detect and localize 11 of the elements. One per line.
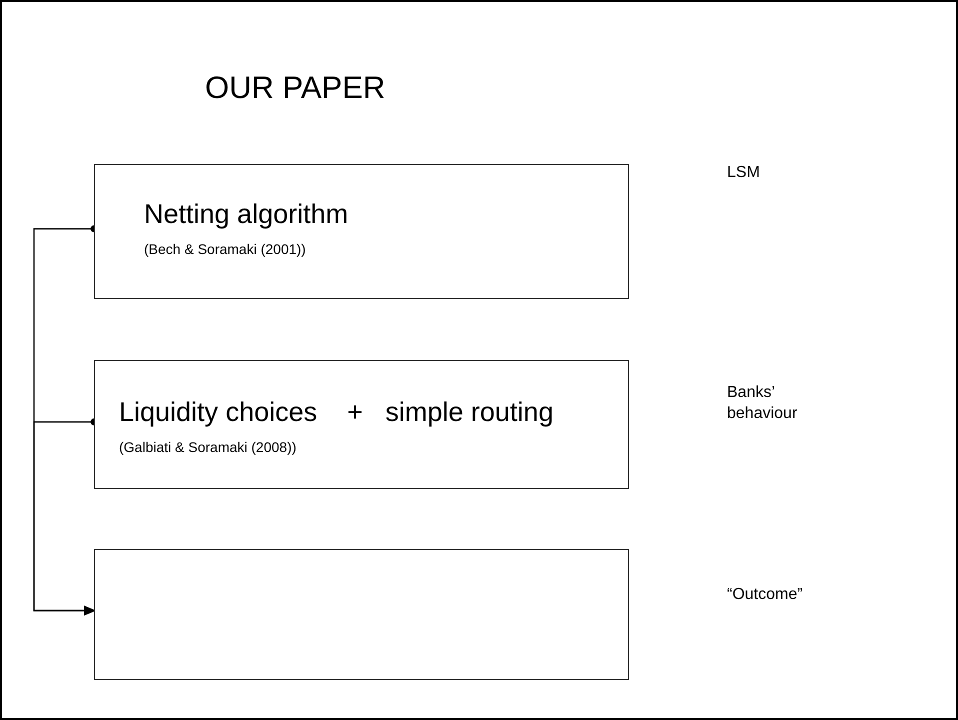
box-heading: Liquidity choices + simple routing <box>119 397 554 428</box>
side-label: Banks’ behaviour <box>727 383 798 424</box>
empty-box <box>94 549 629 680</box>
box-heading: Netting algorithm <box>144 199 348 230</box>
citation-text: (Bech & Soramaki (2001)) <box>144 241 306 257</box>
process-box <box>94 164 629 299</box>
side-label: LSM <box>727 163 761 183</box>
slide-title: OUR PAPER <box>205 70 386 106</box>
process-box <box>94 360 629 489</box>
side-label: “Outcome” <box>727 585 804 605</box>
citation-text: (Galbiati & Soramaki (2008)) <box>119 439 296 455</box>
